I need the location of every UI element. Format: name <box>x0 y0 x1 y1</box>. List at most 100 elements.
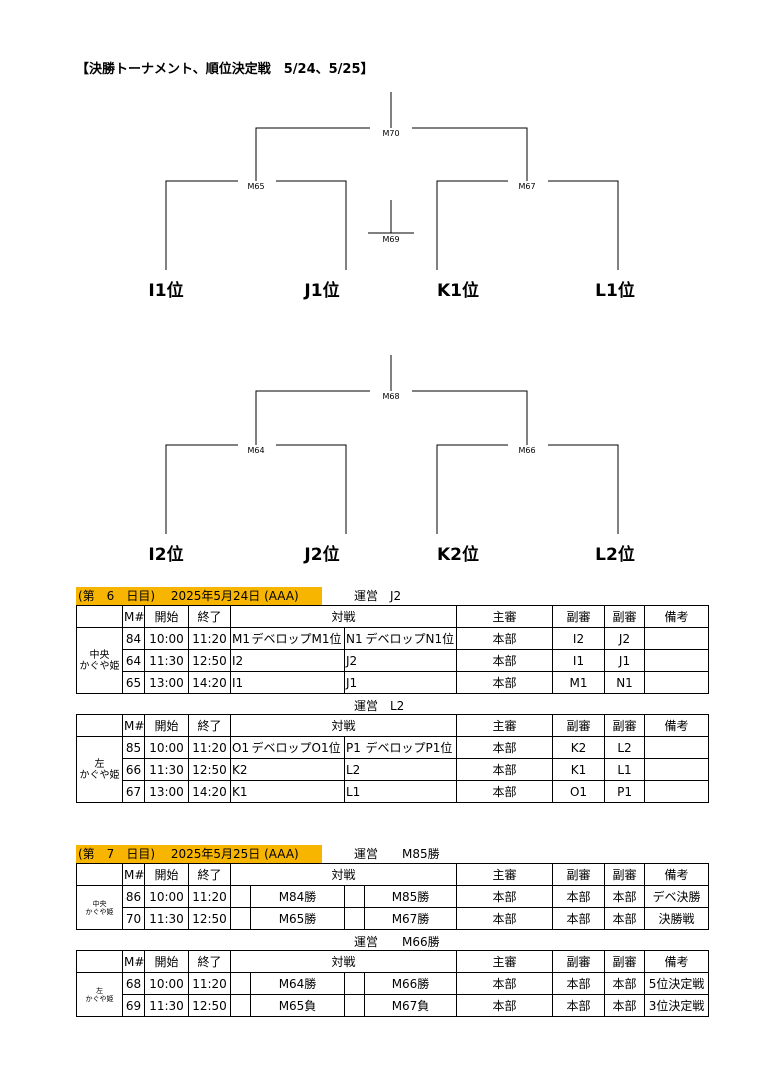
venue-header-cell <box>76 605 123 628</box>
match-number: 86 <box>122 885 145 908</box>
day7-header: (第 7 日目) 2025年5月25日 (AAA) 運営 M85勝 <box>76 845 496 863</box>
bracket-line-m66 <box>436 444 619 534</box>
table-row: 70 11:30 12:50 M65勝 M67勝 本部 本部 本部 決勝戦 <box>77 907 710 930</box>
referee: 本部 <box>456 885 554 908</box>
team-b-name <box>364 780 458 803</box>
notes <box>644 671 710 694</box>
notes <box>644 780 710 803</box>
referee: 本部 <box>456 907 554 930</box>
assistant-2: N1 <box>604 671 646 694</box>
venue-name: かぐや姫 <box>85 994 114 1003</box>
col-header-notes: 備考 <box>644 863 710 886</box>
match-number: 84 <box>122 627 145 650</box>
col-header-notes: 備考 <box>644 950 710 973</box>
team-b-code: J2 <box>344 649 365 672</box>
assistant-2: P1 <box>604 780 646 803</box>
venue-side: 左 <box>94 758 105 770</box>
venue-side: 左 <box>96 986 103 995</box>
venue-side: 中央 <box>92 899 107 908</box>
team-b-name: M85勝 <box>363 885 458 908</box>
team-a-code: M1 <box>230 627 251 650</box>
referee: 本部 <box>456 627 554 650</box>
end-time: 11:20 <box>188 885 231 908</box>
assistant-1: 本部 <box>552 972 606 995</box>
start-time: 10:00 <box>144 736 189 759</box>
col-header-end: 終了 <box>188 605 231 628</box>
col-header-match: 対戦 <box>229 950 458 973</box>
team-b-name: デベロップP1位 <box>364 736 458 759</box>
team-a-code: K1 <box>230 780 251 803</box>
col-header-start: 開始 <box>144 714 189 737</box>
table-header-row: M# 開始 終了 対戦 主審 副審 副審 備考 <box>76 605 710 628</box>
referee: 本部 <box>456 972 554 995</box>
notes: 5位決定戦 <box>644 972 710 995</box>
venue-cell: 左かぐや姫 <box>76 736 123 803</box>
day7-table-1: M# 開始 終了 対戦 主審 副審 副審 備考 中央かぐや姫 86 10:00 … <box>76 863 710 930</box>
assistant-1: I1 <box>552 649 606 672</box>
assistant-2: L2 <box>604 736 646 759</box>
seed-k2: K2位 <box>436 545 480 565</box>
match-number: 69 <box>122 994 145 1017</box>
table-row: 左かぐや姫 85 10:00 11:20 O1 デベロップO1位 P1 デベロッ… <box>76 736 710 803</box>
notes <box>644 758 710 781</box>
col-header-referee: 主審 <box>456 714 554 737</box>
team-b-code <box>344 885 365 908</box>
end-time: 11:20 <box>188 736 231 759</box>
col-header-m: M# <box>122 863 145 886</box>
notes: 3位決定戦 <box>644 994 710 1017</box>
match-label-m67: M67 <box>518 182 536 191</box>
match-number: 85 <box>122 736 145 759</box>
end-time: 14:20 <box>188 671 231 694</box>
end-time: 12:50 <box>188 649 231 672</box>
team-a-code: I2 <box>230 649 251 672</box>
day7-operator-2: 運営 M66勝 <box>354 935 440 949</box>
venue-header-cell <box>76 714 123 737</box>
col-header-referee: 主審 <box>456 950 554 973</box>
team-b-code: L2 <box>344 758 365 781</box>
venue-cell: 左かぐや姫 <box>76 972 123 1017</box>
match-label-m64: M64 <box>247 446 265 455</box>
day6-operator-1: 運営 J2 <box>354 589 402 603</box>
bracket-line-m67 <box>436 180 619 270</box>
col-header-match: 対戦 <box>229 714 458 737</box>
assistant-1: O1 <box>552 780 606 803</box>
team-a-name <box>250 780 345 803</box>
col-header-referee: 主審 <box>456 605 554 628</box>
bracket-line-m64 <box>165 444 347 534</box>
team-a-name: M64勝 <box>250 972 345 995</box>
day6-table-1: M# 開始 終了 対戦 主審 副審 副審 備考 中央かぐや姫 84 10:00 … <box>76 605 710 694</box>
referee: 本部 <box>456 736 554 759</box>
team-a-name <box>250 671 345 694</box>
col-header-assistant-2: 副審 <box>604 863 646 886</box>
team-b-code: L1 <box>344 780 365 803</box>
table-header-row: M# 開始 終了 対戦 主審 副審 副審 備考 <box>76 863 710 886</box>
table-row: 69 11:30 12:50 M65負 M67負 本部 本部 本部 3位決定戦 <box>77 994 710 1017</box>
notes <box>644 627 710 650</box>
seed-l1: L1位 <box>595 281 635 301</box>
bracket-line-m69 <box>368 200 414 234</box>
start-time: 11:30 <box>144 907 189 930</box>
start-time: 11:30 <box>144 994 189 1017</box>
assistant-2: J2 <box>604 627 646 650</box>
team-a-name: M84勝 <box>250 885 345 908</box>
team-a-code <box>230 885 251 908</box>
team-a-name: M65負 <box>250 994 345 1017</box>
team-b-code <box>344 972 365 995</box>
match-number: 67 <box>122 780 145 803</box>
match-number: 66 <box>122 758 145 781</box>
col-header-assistant-1: 副審 <box>552 605 606 628</box>
assistant-1: M1 <box>552 671 606 694</box>
end-time: 14:20 <box>188 780 231 803</box>
venue-header-cell <box>76 950 123 973</box>
day7-table-2: M# 開始 終了 対戦 主審 副審 副審 備考 左かぐや姫 68 10:00 1… <box>76 950 710 1017</box>
team-a-name: M65勝 <box>250 907 345 930</box>
table-header-row: M# 開始 終了 対戦 主審 副審 副審 備考 <box>76 714 710 737</box>
start-time: 13:00 <box>144 671 189 694</box>
col-header-assistant-2: 副審 <box>604 714 646 737</box>
venue-cell: 中央かぐや姫 <box>76 627 123 694</box>
team-a-name: デベロップO1位 <box>250 736 345 759</box>
col-header-referee: 主審 <box>456 863 554 886</box>
bracket-line-m70 <box>255 127 528 181</box>
match-number: 70 <box>122 907 145 930</box>
day7-operator-1: 運営 M85勝 <box>354 847 440 861</box>
